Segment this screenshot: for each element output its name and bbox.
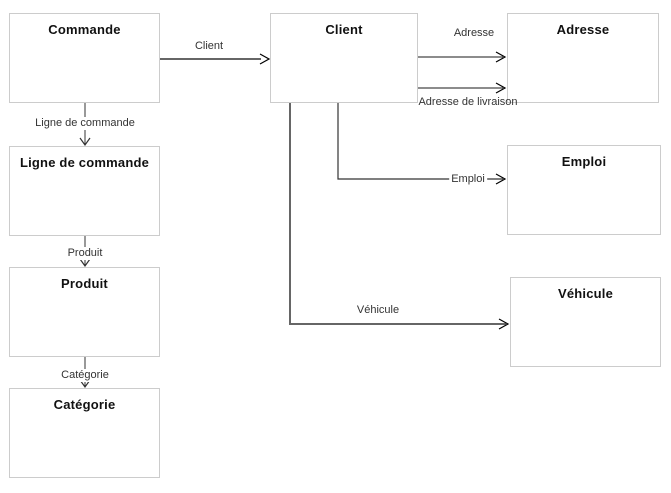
relation-label-vehicule: Véhicule bbox=[356, 304, 400, 316]
entity-title-commande: Commande bbox=[48, 22, 121, 37]
entity-box-ligne-de-commande[interactable]: Ligne de commande bbox=[9, 146, 160, 236]
arrow-client-adresse-livraison bbox=[418, 82, 507, 94]
entity-title-adresse: Adresse bbox=[556, 22, 610, 37]
entity-box-categorie[interactable]: Catégorie bbox=[9, 388, 160, 478]
entity-box-adresse[interactable]: Adresse bbox=[507, 13, 659, 103]
arrow-client-adresse bbox=[418, 51, 507, 63]
entity-title-emploi: Emploi bbox=[561, 154, 607, 169]
relation-label-adresse: Adresse bbox=[453, 27, 495, 39]
relation-label-categorie: Catégorie bbox=[59, 369, 111, 382]
arrow-client-vehicule bbox=[289, 103, 510, 330]
relation-label-produit: Produit bbox=[65, 247, 105, 260]
arrow-commande-client bbox=[160, 53, 271, 65]
relation-label-adresse-de-livraison: Adresse de livraison bbox=[418, 96, 518, 108]
relation-label-ligne-de-commande: Ligne de commande bbox=[33, 117, 137, 130]
entity-box-commande[interactable]: Commande bbox=[9, 13, 160, 103]
relation-label-client: Client bbox=[194, 40, 224, 52]
entity-title-produit: Produit bbox=[61, 276, 108, 291]
arrow-client-emploi bbox=[337, 103, 507, 185]
relation-label-emploi: Emploi bbox=[449, 173, 487, 186]
entity-box-emploi[interactable]: Emploi bbox=[507, 145, 661, 235]
entity-box-vehicule[interactable]: Véhicule bbox=[510, 277, 661, 367]
entity-box-produit[interactable]: Produit bbox=[9, 267, 160, 357]
entity-title-client: Client bbox=[325, 22, 363, 37]
entity-title-ligne-de-commande: Ligne de commande bbox=[19, 155, 150, 170]
entity-title-categorie: Catégorie bbox=[53, 397, 116, 412]
entity-title-vehicule: Véhicule bbox=[557, 286, 614, 301]
entity-box-client[interactable]: Client bbox=[270, 13, 418, 103]
